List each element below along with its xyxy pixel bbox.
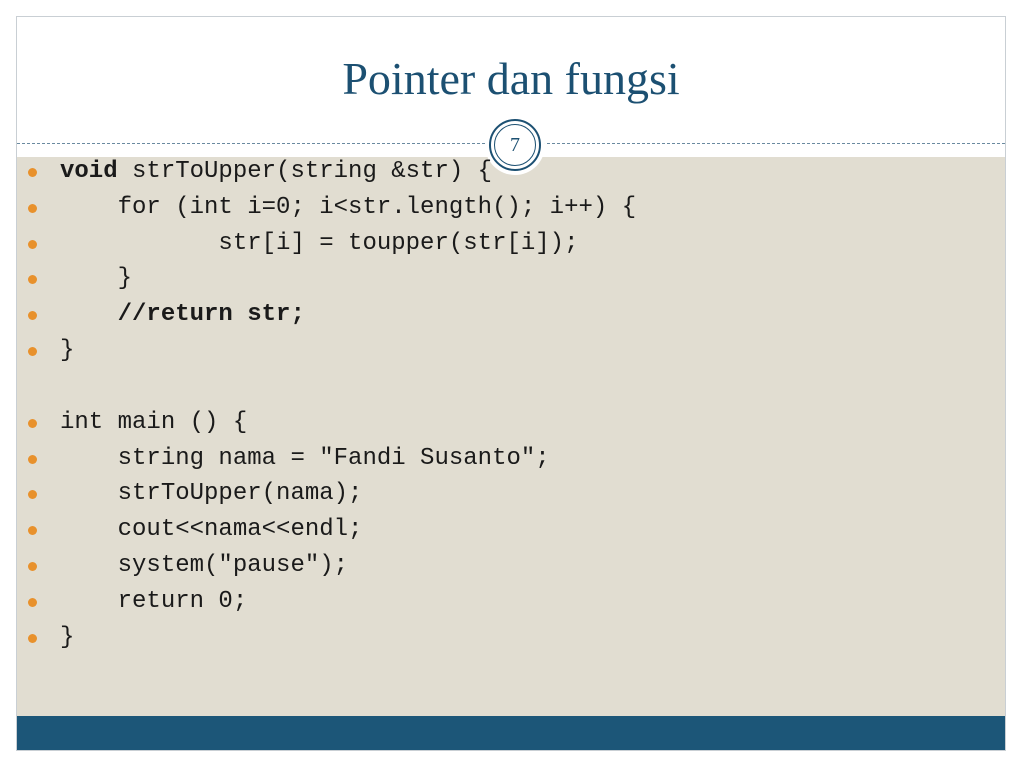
code-keyword: void	[60, 158, 118, 185]
bullet-icon	[28, 418, 37, 428]
code-line: system("pause");	[26, 548, 636, 584]
code-text: return 0;	[60, 587, 248, 615]
code-line: void strToUpper(string &str) {	[26, 154, 636, 190]
code-text: for (int i=0; i<str.length(); i++) {	[60, 193, 637, 221]
code-comment: //return str;	[60, 301, 305, 329]
bullet-icon	[28, 633, 37, 643]
bullet-icon	[28, 454, 37, 464]
bullet-icon	[28, 490, 37, 500]
code-line-blank	[26, 369, 636, 405]
code-line: strToUpper(nama);	[26, 476, 636, 512]
code-line: int main () {	[26, 405, 636, 441]
bullet-icon	[28, 203, 37, 213]
code-text: }	[60, 265, 133, 293]
code-line: }	[26, 261, 636, 297]
bullet-icon	[28, 597, 37, 607]
code-text: str[i] = toupper(str[i]);	[60, 229, 579, 257]
code-text: cout<<nama<<endl;	[60, 516, 363, 544]
slide-footer-bar	[17, 716, 1005, 750]
code-line: }	[26, 333, 636, 369]
code-line: }	[26, 620, 636, 656]
page-number: 7	[494, 124, 536, 166]
code-text: system("pause");	[60, 551, 349, 579]
bullet-icon	[28, 526, 37, 536]
bullet-icon	[28, 561, 37, 571]
slide-title: Pointer dan fungsi	[342, 53, 680, 104]
code-text: }	[60, 336, 75, 364]
code-listing: void strToUpper(string &str) { for (int …	[26, 154, 636, 655]
code-text: int main () {	[60, 408, 248, 436]
code-line: str[i] = toupper(str[i]);	[26, 226, 636, 262]
code-text: strToUpper(nama);	[60, 480, 363, 508]
code-line: for (int i=0; i<str.length(); i++) {	[26, 190, 636, 226]
bullet-icon	[28, 346, 37, 356]
code-text: strToUpper(string &str) {	[117, 158, 493, 185]
bullet-icon	[28, 311, 37, 321]
code-line: cout<<nama<<endl;	[26, 512, 636, 548]
bullet-icon	[28, 275, 37, 285]
slide: Pointer dan fungsi 7	[16, 16, 1006, 751]
bullet-icon	[28, 239, 37, 249]
code-text: }	[60, 623, 75, 651]
code-line: return 0;	[26, 584, 636, 620]
bullet-icon	[28, 168, 37, 177]
code-text: string nama = "Fandi Susanto";	[60, 444, 550, 472]
page-number-badge: 7	[489, 119, 541, 171]
code-line: string nama = "Fandi Susanto";	[26, 441, 636, 477]
slide-content-area	[17, 157, 1005, 716]
code-line: //return str;	[26, 297, 636, 333]
